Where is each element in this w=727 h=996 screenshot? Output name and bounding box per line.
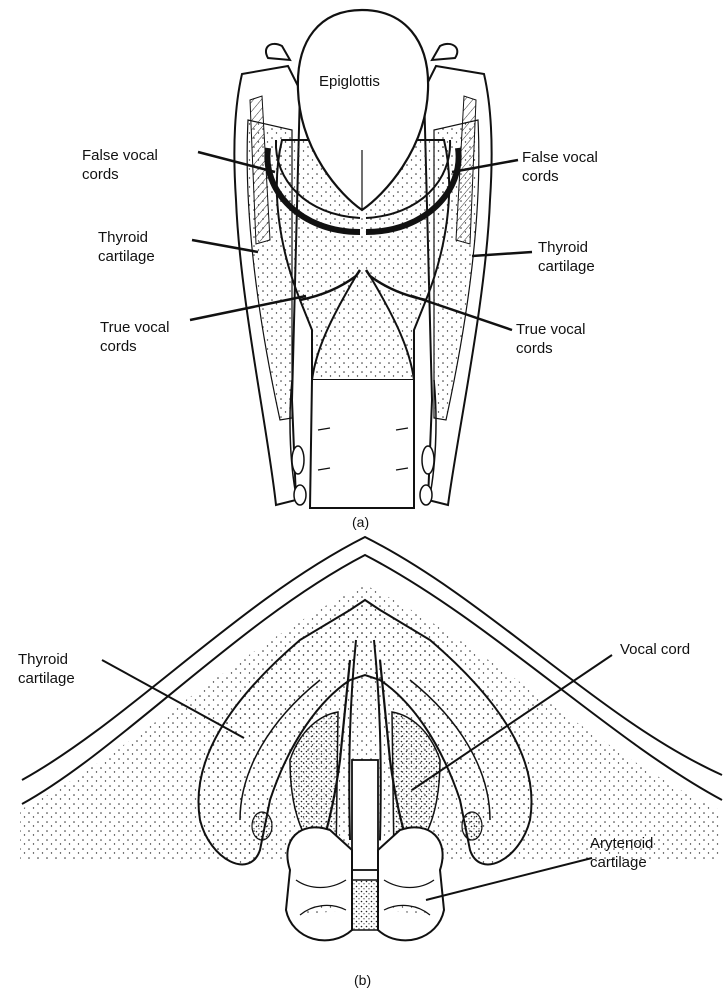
label-false-vocal-cords-right: False vocal cords [522,148,598,186]
arytenoid-left [286,827,352,940]
glottis [352,760,378,870]
arytenoid-right [378,827,444,940]
panel-b-drawing [20,537,722,940]
label-arytenoid-cartilage: Arytenoid cartilage [590,834,653,872]
label-false-vocal-cords-left: False vocal cords [82,146,158,184]
label-thyroid-cartilage-right: Thyroid cartilage [538,238,595,276]
label-true-vocal-cords-right: True vocal cords [516,320,585,358]
label-epiglottis: Epiglottis [319,72,380,91]
label-thyroid-cartilage-b: Thyroid cartilage [18,650,75,688]
label-vocal-cord-b: Vocal cord [620,640,690,659]
label-thyroid-cartilage-left: Thyroid cartilage [98,228,155,266]
caption-b: (b) [354,972,371,988]
trachea [310,380,414,508]
label-true-vocal-cords-left: True vocal cords [100,318,169,356]
caption-a: (a) [352,514,369,530]
